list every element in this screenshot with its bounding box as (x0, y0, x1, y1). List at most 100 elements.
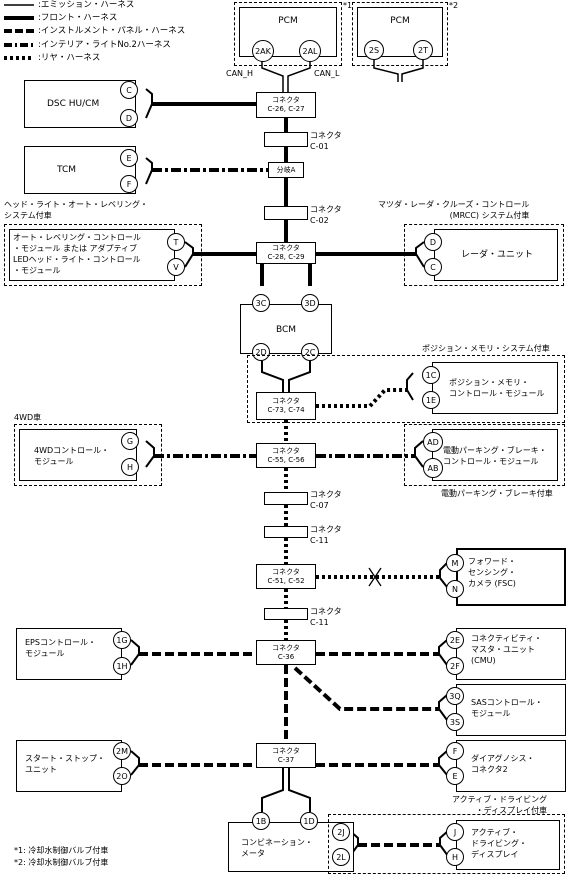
sas-name: SASコントロール・ モジュール (471, 698, 543, 718)
bcm-pin-3d: 3D (301, 294, 319, 312)
bcm-pin-2d: 2D (252, 343, 270, 361)
sas-pin-3q: 3Q (446, 687, 464, 705)
wire-meter-pair (261, 768, 311, 812)
pcm1-pin-2ak: 2AK (252, 40, 274, 62)
eps-pin-1h: 1H (113, 657, 131, 675)
radar-option-frame (404, 224, 564, 286)
connector-c28-c29: コネクタ C-28, C-29 (256, 242, 316, 264)
awd-option-frame (14, 424, 162, 486)
dsc-hu-cm-module: DSC HU/CM (24, 80, 136, 128)
connector-c51-c52: コネクタ C-51, C-52 (256, 564, 316, 589)
wire-sas-pair (438, 694, 448, 721)
wire-pcm-can-h (261, 56, 284, 92)
wire-epb-pair (414, 440, 424, 468)
connector-c07-label: コネクタ C-07 (310, 490, 342, 510)
legend-front: :フロント・ハーネス (38, 13, 118, 23)
pcm1-note-mark: *1 (343, 1, 353, 10)
connector-c26-c27: コネクタ C-26, C-27 (256, 92, 316, 118)
awd-pin-h: H (121, 458, 139, 476)
fsc-module: フォワード・ センシング・ カメラ (FSC) (456, 548, 566, 606)
cmu-name: コネクティビティ・ マスタ・ユニット (CMU) (471, 634, 543, 665)
awd-pin-g: G (121, 432, 139, 450)
tcm-name: TCM (57, 165, 77, 175)
wire-bcm-out-a (261, 361, 284, 392)
can-h-label: CAN_H (226, 69, 254, 78)
disconnect-mark-icon (368, 567, 382, 587)
pcm1-pin-2al: 2AL (299, 40, 321, 62)
branch-a: 分岐A (268, 162, 304, 178)
sas-pin-3s: 3S (446, 713, 464, 731)
pcm1-option-frame (234, 2, 342, 66)
startstop-name: スタート・ストップ・ ユニット (25, 754, 105, 774)
wire-tcm-pair (145, 157, 153, 185)
pcm2-option-frame (352, 2, 448, 66)
dsc-name: DSC HU/CM (47, 99, 100, 109)
wire-eps-pair (130, 639, 140, 666)
wire-headlamp-pair (184, 241, 194, 268)
radar-pin-d: D (424, 233, 442, 251)
connector-c01-label: コネクタ C-01 (310, 131, 342, 151)
startstop-pin-2o: 2O (113, 767, 131, 785)
wire-meter-display-pair-b (439, 830, 449, 857)
cmu-pin-2f: 2F (446, 657, 464, 675)
radar-pin-c: C (424, 258, 442, 276)
meter-name: コンビネーション・ メータ (241, 838, 313, 858)
epb-pin-ad: AD (423, 432, 443, 452)
position-option-frame (247, 355, 565, 423)
awd-group-label: 4WD車 (14, 413, 42, 422)
headlamp-module: オート・レベリング・コントロール ・モジュール または アダプティブ LEDヘッ… (9, 229, 175, 281)
fsc-pin-n: N (446, 580, 464, 598)
footnote-1: *1: 冷却水制御バルブ付車 (14, 846, 109, 855)
legend-emission: :エミッション・ハーネス (38, 0, 135, 10)
meter-pin-1d: 1D (300, 812, 318, 830)
wire-pcm2-b (401, 57, 424, 82)
cmu-pin-2e: 2E (446, 631, 464, 649)
epb-module: 電動パーキング・ブレーキ・ コントロール・モジュール (432, 429, 558, 481)
tcm-pin-e: E (120, 149, 138, 167)
fsc-pin-m: M (446, 554, 464, 572)
connector-c02-label: コネクタ C-02 (310, 205, 342, 225)
connector-c11b-block (264, 608, 308, 620)
position-name: ポジション・メモリ・ コントロール・モジュール (449, 378, 545, 398)
epb-name: 電動パーキング・ブレーキ・ コントロール・モジュール (443, 446, 547, 466)
footnote-2: *2: 冷却水制御バルブ付車 (14, 858, 109, 867)
sas-control-module: SASコントロール・ モジュール (456, 684, 566, 736)
headlamp-pin-t: T (167, 233, 185, 251)
bcm-name: BCM (275, 325, 297, 335)
connector-c01-block (264, 132, 308, 147)
dsc-pin-d: D (120, 109, 138, 127)
connector-c36: コネクタ C-36 (256, 640, 316, 665)
connector-c07-block (264, 492, 308, 505)
position-pin-1c: 1C (422, 366, 440, 384)
awd-control-module: 4WDコントロール・ モジュール (19, 429, 137, 481)
pcm2-pin-2t: 2T (413, 40, 433, 60)
radar-unit-module: レーダ・ユニット (434, 229, 558, 281)
connector-c02-block (264, 206, 308, 220)
diag-name: ダイアグノシス・ コネクタ2 (471, 754, 535, 774)
wire-fsc-pair (439, 562, 448, 588)
radar-group-label: マツダ・レーダ・クルーズ・コントロール (MRCC) システム付車 (378, 200, 530, 220)
awd-name: 4WDコントロール・ モジュール (34, 446, 110, 466)
tcm-module: TCM (24, 146, 136, 194)
eps-name: EPSコントロール・ モジュール (25, 638, 96, 658)
bcm-pin-2c: 2C (301, 343, 319, 361)
wire-bcm-out-b (288, 361, 311, 392)
epb-group-label: 電動パーキング・ブレーキ付車 (441, 489, 553, 498)
position-memory-module: ポジション・メモリ・ コントロール・モジュール (432, 362, 558, 414)
diag-pin-f: F (446, 742, 464, 760)
adisplay-pin-j: J (446, 823, 464, 841)
wire-diag-pair (438, 750, 448, 776)
wire-position (316, 388, 407, 408)
startstop-pin-2m: 2M (113, 742, 131, 760)
pcm1-name: PCM (278, 16, 298, 26)
pcm2-name: PCM (390, 16, 410, 26)
connector-c55-c56: コネクタ C-55, C-56 (256, 443, 316, 468)
position-pin-1e: 1E (422, 391, 440, 409)
connector-c37: コネクタ C-37 (256, 743, 316, 768)
connector-c11a-label: コネクタ C-11 (310, 525, 342, 545)
wire-meter-display-pair-a (349, 830, 359, 857)
wire-pcm-can-l (287, 56, 311, 92)
fsc-name: フォワード・ センシング・ カメラ (FSC) (468, 557, 516, 588)
